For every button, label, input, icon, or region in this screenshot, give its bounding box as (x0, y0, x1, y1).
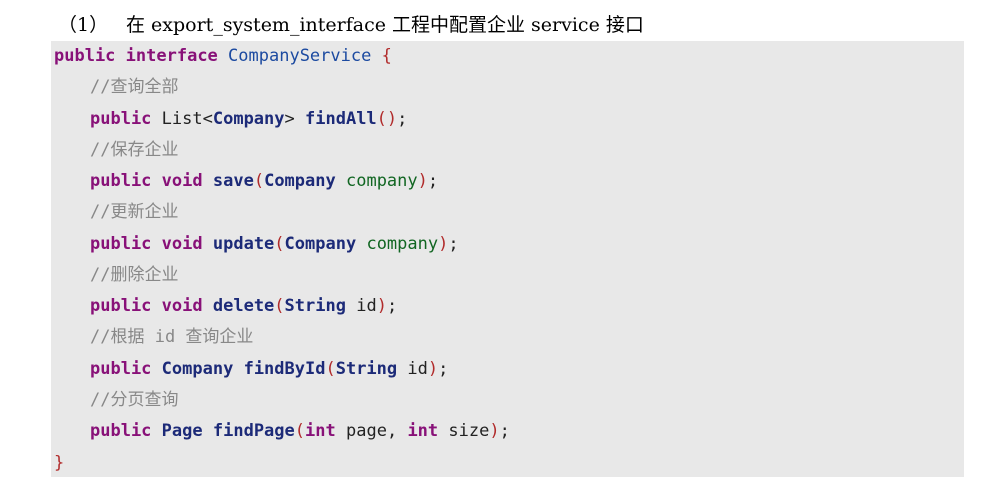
code-line-findpage: public Page findPage(int page, int size)… (54, 418, 510, 444)
param-name: company (345, 171, 418, 191)
section-number: （1） (58, 14, 109, 36)
keyword-void: void (161, 296, 203, 316)
keyword-public: public (90, 296, 152, 316)
method-name: findAll (305, 109, 377, 129)
param-name: size (448, 421, 490, 441)
semicolon: ; (448, 234, 459, 254)
keyword-public: public (90, 359, 152, 379)
comma: , (386, 421, 398, 441)
type-name: Company (212, 109, 285, 129)
code-comment: //保存企业 (54, 137, 178, 163)
method-name: findPage (212, 421, 295, 441)
param-type: int (407, 421, 439, 441)
param-name: page (345, 421, 387, 441)
code-line-interface-declaration: public interface CompanyService { (54, 43, 392, 69)
paren-close: ) (427, 359, 439, 379)
interface-name: CompanyService (228, 46, 372, 66)
param-type: Company (264, 171, 336, 191)
code-comment: //查询全部 (54, 74, 178, 100)
code-line-update: public void update(Company company); (54, 231, 459, 257)
paren-close: ) (376, 296, 387, 316)
code-comment: //更新企业 (54, 199, 178, 225)
code-line-findbyid: public Company findById(String id); (54, 356, 448, 382)
semicolon: ; (438, 359, 449, 379)
keyword-public: public (90, 109, 152, 129)
param-name: id (356, 296, 377, 316)
paren-close: ) (417, 171, 428, 191)
semicolon: ; (397, 109, 408, 129)
keyword-void: void (161, 234, 203, 254)
semicolon: ; (499, 421, 510, 441)
paren-close: ) (438, 234, 449, 254)
param-name: company (366, 234, 439, 254)
comment-text: //分页查询 (90, 390, 179, 410)
keyword-public: public (90, 421, 152, 441)
method-name: findById (243, 359, 326, 379)
code-comment: //删除企业 (54, 262, 178, 288)
method-name: save (212, 171, 254, 191)
open-brace: { (381, 46, 392, 66)
semicolon: ; (386, 296, 398, 316)
comment-text: //查询全部 (90, 77, 179, 97)
paren-open: ( (376, 109, 387, 129)
generic-type-close: > (284, 109, 295, 129)
return-type: Page (161, 421, 203, 441)
close-brace: } (54, 453, 65, 473)
paren-open: ( (294, 421, 306, 441)
keyword-public: public (90, 234, 152, 254)
paren-open: ( (274, 296, 285, 316)
paren-close: ) (386, 109, 398, 129)
paren-open: ( (253, 171, 265, 191)
method-name: delete (212, 296, 275, 316)
code-line-close: } (54, 450, 64, 476)
paren-open: ( (325, 359, 336, 379)
semicolon: ; (427, 171, 439, 191)
keyword-void: void (161, 171, 203, 191)
code-block: public interface CompanyService { //查询全部… (51, 41, 964, 477)
keyword-interface: interface (125, 46, 218, 66)
return-type: Company (161, 359, 234, 379)
paren-open: ( (274, 234, 285, 254)
code-line-save: public void save(Company company); (54, 168, 438, 194)
comment-text: //保存企业 (90, 140, 179, 160)
code-comment: //根据 id 查询企业 (54, 324, 253, 350)
code-line-findall: public List<Company> findAll(); (54, 106, 407, 132)
comment-text: //删除企业 (90, 265, 179, 285)
param-type: String (284, 296, 346, 316)
generic-type-open: List< (161, 109, 213, 129)
code-comment: //分页查询 (54, 387, 178, 413)
param-type: Company (284, 234, 357, 254)
param-name: id (407, 359, 428, 379)
comment-text: //根据 id 查询企业 (90, 327, 254, 347)
method-name: update (212, 234, 275, 254)
code-line-delete: public void delete(String id); (54, 293, 397, 319)
paren-close: ) (489, 421, 500, 441)
keyword-public: public (54, 46, 116, 66)
section-title: 在 export_system_interface 工程中配置企业 servic… (126, 14, 644, 36)
keyword-public: public (90, 171, 152, 191)
section-heading: （1） 在 export_system_interface 工程中配置企业 ser… (58, 10, 644, 40)
param-type: String (335, 359, 398, 379)
comment-text: //更新企业 (90, 202, 179, 222)
param-type: int (305, 421, 336, 441)
